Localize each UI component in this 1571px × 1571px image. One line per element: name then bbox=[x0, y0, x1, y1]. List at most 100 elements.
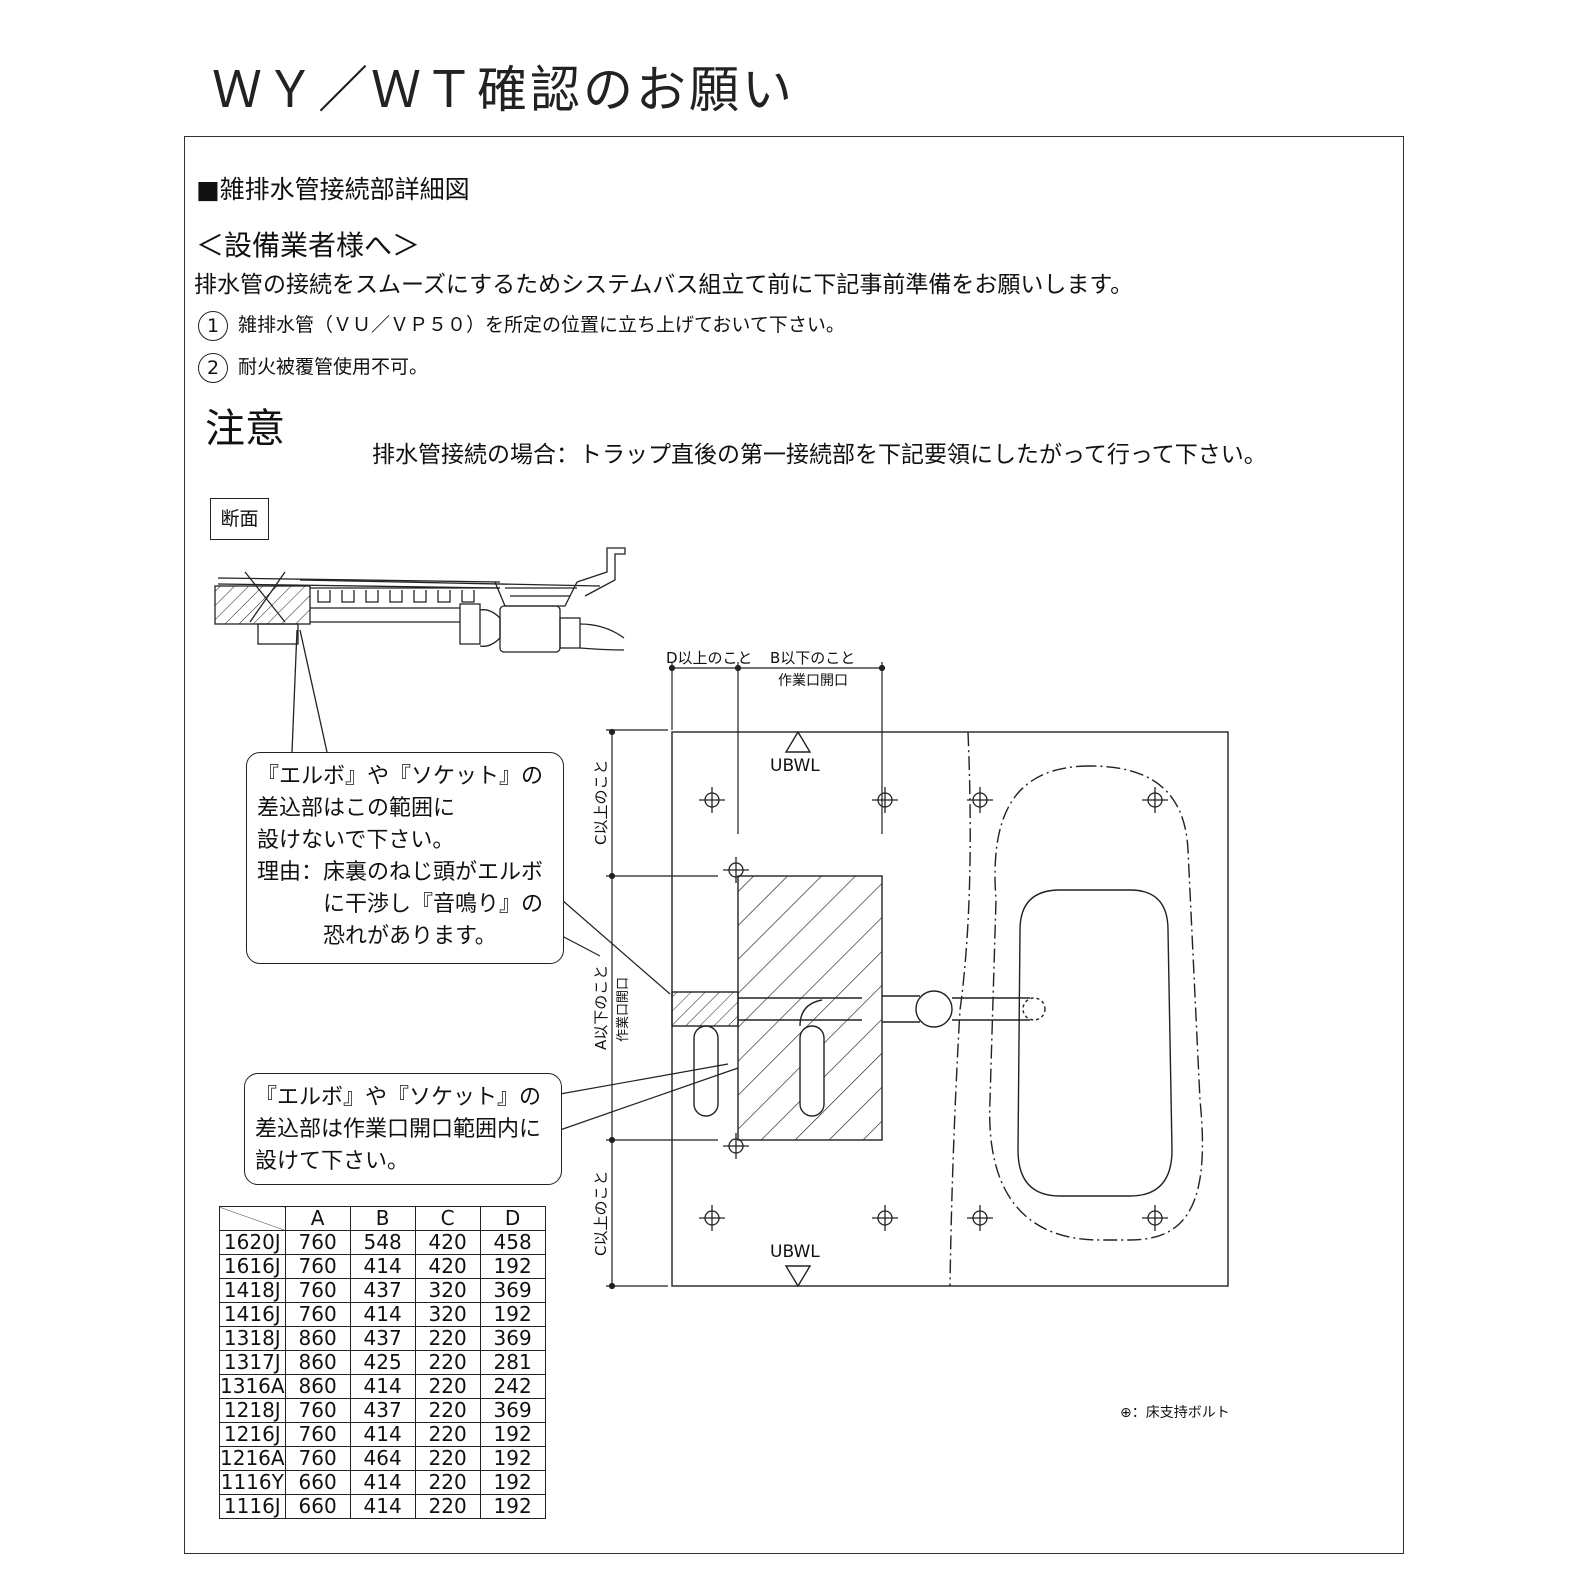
table-cell: 369 bbox=[479, 1326, 546, 1351]
table-cell: 192 bbox=[479, 1254, 546, 1279]
table-model-cell: 1216J bbox=[219, 1422, 286, 1447]
table-cell: 220 bbox=[414, 1446, 481, 1471]
table-corner-cell bbox=[219, 1206, 286, 1231]
table-model-cell: 1416J bbox=[219, 1302, 286, 1327]
table-cell: 220 bbox=[414, 1326, 481, 1351]
table-model-cell: 1216A bbox=[219, 1446, 286, 1471]
c-min-bottom-label: C以上のこと bbox=[592, 1171, 610, 1256]
callout-bottom-line-2: 差込部は作業口開口範囲内に bbox=[255, 1117, 542, 1142]
page-title: ＷＹ／ＷＴ確認のお願い bbox=[212, 61, 795, 119]
vertical-dimension-texts: C以上のこと A以下のこと 作業口開口 C以上のこと bbox=[592, 760, 631, 1256]
table-cell: 220 bbox=[414, 1470, 481, 1495]
table-cell: 760 bbox=[284, 1302, 351, 1327]
note-item-2: 2 耐火被覆管使用不可。 bbox=[198, 352, 428, 383]
table-cell: 192 bbox=[479, 1494, 546, 1519]
table-cell: 220 bbox=[414, 1398, 481, 1423]
d-min-label: D以上のこと bbox=[666, 649, 753, 667]
table-cell: 760 bbox=[284, 1254, 351, 1279]
table-row: 1416J 760 414 320 192 bbox=[219, 1302, 546, 1327]
table-row: 1318J 860 437 220 369 bbox=[219, 1326, 546, 1351]
table-cell: 414 bbox=[349, 1470, 416, 1495]
table-cell: 192 bbox=[479, 1446, 546, 1471]
table-row: 1620J 760 548 420 458 bbox=[219, 1230, 546, 1255]
table-cell: 860 bbox=[284, 1374, 351, 1399]
table-model-cell: 1418J bbox=[219, 1278, 286, 1303]
callout-top-line-3: 設けないで下さい。 bbox=[257, 828, 455, 853]
table-cell: 437 bbox=[349, 1326, 416, 1351]
table-cell: 437 bbox=[349, 1278, 416, 1303]
table-row: 1616J 760 414 420 192 bbox=[219, 1254, 546, 1279]
callout-bottom-line-3: 設けて下さい。 bbox=[255, 1149, 410, 1174]
table-cell: 464 bbox=[349, 1446, 416, 1471]
floor-bolt-symbols bbox=[699, 787, 1168, 1231]
table-model-cell: 1616J bbox=[219, 1254, 286, 1279]
table-cell: 220 bbox=[414, 1350, 481, 1375]
table-cell: 860 bbox=[284, 1350, 351, 1375]
callout-top-line-1: 『エルボ』や『ソケット』の bbox=[257, 764, 544, 789]
table-cell: 437 bbox=[349, 1398, 416, 1423]
installer-lead: 排水管の接続をスムーズにするためシステムバス組立て前に下記事前準備をお願いします… bbox=[194, 272, 1134, 298]
table-row: 1116J 660 414 220 192 bbox=[219, 1494, 546, 1519]
table-cell: 548 bbox=[349, 1230, 416, 1255]
note-item-1-text: 雑排水管（ＶＵ／ＶＰ５０）を所定の位置に立ち上げておいて下さい。 bbox=[238, 314, 845, 336]
table-row: 1116Y 660 414 220 192 bbox=[219, 1470, 546, 1495]
cross-section-drawing bbox=[214, 547, 626, 653]
table-cell: 192 bbox=[479, 1302, 546, 1327]
ubwl-bottom-label: UBWL bbox=[770, 1242, 820, 1262]
table-cell: 660 bbox=[284, 1494, 351, 1519]
table-cell: 192 bbox=[479, 1422, 546, 1447]
caution-heading: 注意 bbox=[205, 406, 285, 452]
a-max-label: A以下のこと bbox=[592, 965, 610, 1050]
table-row: 1317J 860 425 220 281 bbox=[219, 1350, 546, 1375]
installer-heading: ＜設備業者様へ＞ bbox=[196, 229, 421, 262]
table-row: 1216J 760 414 220 192 bbox=[219, 1422, 546, 1447]
table-cell: 242 bbox=[479, 1374, 546, 1399]
callout-pointer-lines bbox=[559, 899, 739, 1131]
callout-top-line-6: 恐れがあります。 bbox=[323, 924, 497, 949]
table-cell: 458 bbox=[479, 1230, 546, 1255]
table-model-cell: 1318J bbox=[219, 1326, 286, 1351]
table-cell: 369 bbox=[479, 1278, 546, 1303]
table-cell: 369 bbox=[479, 1398, 546, 1423]
callout-no-joint-zone: 『エルボ』や『ソケット』の 差込部はこの範囲に 設けないで下さい。 理由：床裏の… bbox=[246, 752, 564, 964]
table-cell: 414 bbox=[349, 1422, 416, 1447]
floor-bolt-legend: ⊕：床支持ボルト bbox=[1120, 1405, 1230, 1421]
note-item-2-text: 耐火被覆管使用不可。 bbox=[238, 356, 429, 378]
ubwl-top-label: UBWL bbox=[770, 756, 820, 776]
section-heading: ■雑排水管接続部詳細図 bbox=[196, 175, 470, 204]
table-cell: 760 bbox=[284, 1398, 351, 1423]
top-dimension-lines bbox=[668, 662, 886, 834]
table-cell: 220 bbox=[414, 1494, 481, 1519]
callout-top-line-4: 理由：床裏のねじ頭がエルボ bbox=[257, 860, 544, 885]
dimension-table: A B C D 1620J 760 548 420 458 1616J 760 … bbox=[219, 1206, 546, 1519]
table-cell: 320 bbox=[414, 1302, 481, 1327]
table-header-c: C bbox=[414, 1206, 481, 1231]
table-cell: 414 bbox=[349, 1494, 416, 1519]
table-model-cell: 1316A bbox=[219, 1374, 286, 1399]
table-cell: 420 bbox=[414, 1230, 481, 1255]
table-model-cell: 1116Y bbox=[219, 1470, 286, 1495]
table-cell: 320 bbox=[414, 1278, 481, 1303]
table-cell: 760 bbox=[284, 1446, 351, 1471]
table-cell: 220 bbox=[414, 1422, 481, 1447]
table-header-row: A B C D bbox=[219, 1206, 546, 1231]
callout-bottom-line-1: 『エルボ』や『ソケット』の bbox=[255, 1085, 542, 1110]
table-row: 1316A 860 414 220 242 bbox=[219, 1374, 546, 1399]
caution-text: 排水管接続の場合：トラップ直後の第一接続部を下記要領にしたがって行って下さい。 bbox=[372, 442, 1267, 468]
table-cell: 860 bbox=[284, 1326, 351, 1351]
callout-joint-zone: 『エルボ』や『ソケット』の 差込部は作業口開口範囲内に 設けて下さい。 bbox=[244, 1073, 562, 1185]
table-header-b: B bbox=[349, 1206, 416, 1231]
table-cell: 281 bbox=[479, 1350, 546, 1375]
work-opening-label: 作業口開口 bbox=[778, 673, 848, 689]
c-min-top-label: C以上のこと bbox=[592, 760, 610, 845]
table-model-cell: 1116J bbox=[219, 1494, 286, 1519]
item-number-2: 2 bbox=[198, 352, 228, 383]
table-cell: 760 bbox=[284, 1422, 351, 1447]
table-cell: 414 bbox=[349, 1374, 416, 1399]
table-row: 1418J 760 437 320 369 bbox=[219, 1278, 546, 1303]
callout-top-line-2: 差込部はこの範囲に bbox=[257, 796, 456, 821]
table-cell: 414 bbox=[349, 1302, 416, 1327]
section-leader-lines bbox=[291, 629, 328, 753]
